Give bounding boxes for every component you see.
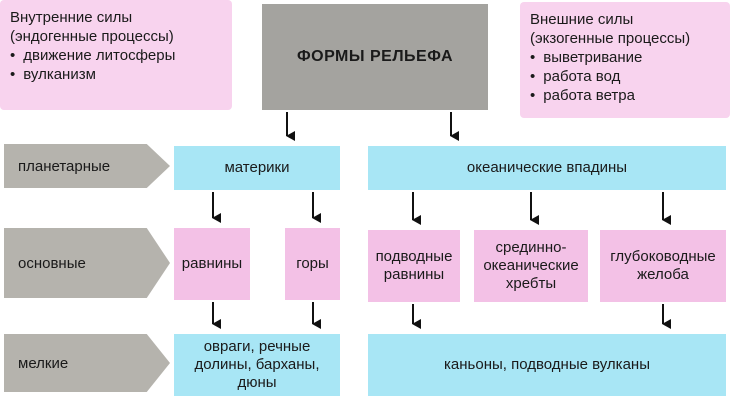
external-forces-title: Внешние силы (530, 11, 634, 28)
external-force-item: работа ветра (530, 86, 720, 105)
plains-label: равнины (181, 255, 243, 272)
landforms-root-label: ФОРМЫ РЕЛЬЕФА (296, 48, 454, 65)
oceanic-small-forms-label: каньоны, подводные вулканы (444, 356, 650, 373)
mid-ocean-ridges-label: срединно-океанические хребты (483, 239, 579, 292)
mountains-box: горы (285, 228, 340, 300)
internal-forces-box: Внутренние силы (эндогенные процессы) дв… (0, 0, 232, 110)
underwater-plains-box: подводные равнины (368, 230, 460, 302)
external-forces-box: Внешние силы (экзогенные процессы) вывет… (520, 2, 730, 118)
landforms-root-box: ФОРМЫ РЕЛЬЕФА (262, 4, 488, 110)
mid-ocean-ridges-box: срединно-океанические хребты (474, 230, 588, 302)
level-basic-label: основные (18, 254, 86, 272)
internal-forces-title: Внутренние силы (10, 9, 133, 26)
level-planetary-label: планетарные (18, 157, 111, 175)
continents-box: материки (174, 146, 340, 190)
deep-trenches-box: глубоководные желоба (600, 230, 726, 302)
continental-small-forms-box: овраги, речные долины, барханы, дюны (174, 334, 340, 396)
external-forces-subtitle: (экзогенные процессы) (530, 30, 691, 47)
continents-label: материки (224, 159, 290, 176)
plains-box: равнины (174, 228, 250, 300)
level-small-label: мелкие (18, 354, 69, 372)
internal-force-item: движение литосферы (10, 46, 222, 65)
ocean-basins-label: океанические впадины (466, 159, 628, 176)
internal-force-item: вулканизм (10, 65, 222, 84)
external-force-item: выветривание (530, 48, 720, 67)
external-forces-list: выветривание работа вод работа ветра (530, 48, 720, 105)
internal-forces-list: движение литосферы вулканизм (10, 46, 222, 84)
deep-trenches-label: глубоководные желоба (610, 248, 716, 283)
level-basic: основные (4, 228, 170, 298)
continental-small-forms-label: овраги, речные долины, барханы, дюны (194, 338, 320, 391)
underwater-plains-label: подводные равнины (375, 248, 453, 283)
external-force-item: работа вод (530, 67, 720, 86)
level-small: мелкие (4, 334, 170, 392)
level-planetary: планетарные (4, 144, 170, 188)
mountains-label: горы (296, 255, 329, 272)
internal-forces-subtitle: (эндогенные процессы) (10, 28, 174, 45)
ocean-basins-box: океанические впадины (368, 146, 726, 190)
oceanic-small-forms-box: каньоны, подводные вулканы (368, 334, 726, 396)
